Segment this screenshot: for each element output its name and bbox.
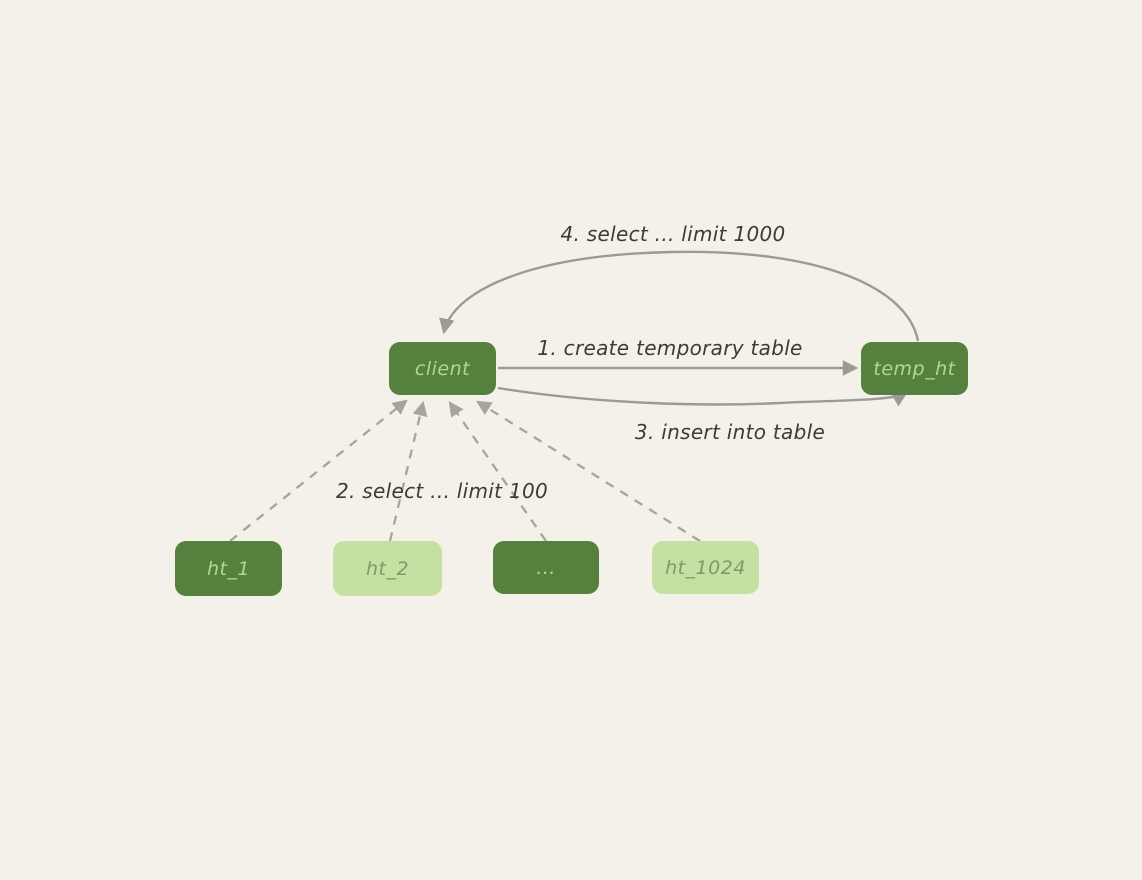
arrow-dashed-ht-2 <box>388 400 428 542</box>
label-step-3-insert-into-table: 3. insert into table <box>634 420 826 444</box>
arrow-select-limit-1000 <box>439 250 920 342</box>
node-ht-1024: ht_1024 <box>652 541 759 594</box>
node-ht-1: ht_1 <box>175 541 282 596</box>
arrow-dashed-ht-1 <box>229 399 408 542</box>
node-ht-1-label: ht_1 <box>206 557 251 580</box>
arrow-insert-into-table <box>497 386 909 407</box>
node-client: client <box>389 342 496 395</box>
node-client-label: client <box>414 357 471 380</box>
node-ellipsis: ... <box>493 541 599 594</box>
node-ht-1024-label: ht_1024 <box>665 556 746 579</box>
node-ht-2: ht_2 <box>333 541 442 596</box>
node-temp-ht-label: temp_ht <box>873 357 956 380</box>
arrow-dashed-dots <box>448 401 547 542</box>
label-step-1-create-temporary-table: 1. create temporary table <box>537 336 803 360</box>
node-ellipsis-label: ... <box>536 556 556 579</box>
node-ht-2-label: ht_2 <box>365 557 410 580</box>
node-temp-ht: temp_ht <box>861 342 968 395</box>
label-step-4-select-limit-1000: 4. select ... limit 1000 <box>560 222 786 246</box>
label-step-2-select-limit-100: 2. select ... limit 100 <box>335 479 549 503</box>
